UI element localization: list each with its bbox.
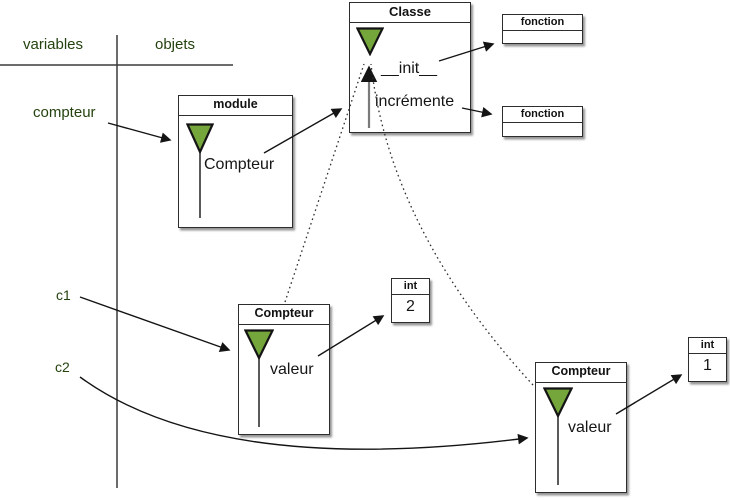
instance-attr-label: valeur	[568, 419, 612, 436]
instance-box-title: Compteur	[239, 305, 329, 325]
class-object-box: Classe __init__ incrémente	[349, 2, 471, 133]
instance-attr-label: valeur	[270, 361, 314, 378]
class-method-incremente-label: incrémente	[375, 93, 455, 110]
anchor-triangle-icon	[244, 329, 274, 427]
arrow-c1-to-instance1	[79, 296, 231, 352]
int-object-box-1: int 1	[688, 337, 727, 382]
anchor-triangle-icon	[543, 387, 573, 485]
module-object-box: module Compteur	[178, 95, 293, 228]
int-box-title: int	[392, 279, 429, 296]
anchor-triangle-icon	[356, 27, 384, 56]
class-method-init-label: __init__	[381, 60, 438, 77]
arrow-compteur-to-module	[107, 122, 172, 143]
function-object-box-incremente: fonction	[502, 106, 583, 137]
module-classref-label: Compteur	[204, 156, 275, 173]
column-header-variables: variables	[23, 36, 84, 53]
variable-label-c2: c2	[55, 359, 70, 375]
variable-label-compteur: compteur	[33, 104, 96, 121]
anchor-triangle-icon	[186, 123, 214, 218]
variable-label-c1: c1	[56, 287, 71, 303]
counter-instance-box-2: Compteur valeur	[535, 362, 627, 493]
function-box-title: fonction	[503, 107, 582, 124]
function-box-title: fonction	[503, 15, 582, 32]
class-box-title: Classe	[350, 3, 470, 24]
column-header-objets: objets	[155, 36, 196, 53]
int-box-value: 1	[703, 357, 712, 374]
module-box-title: module	[179, 96, 292, 116]
counter-instance-box-1: Compteur valeur	[238, 304, 330, 435]
int-box-title: int	[689, 338, 726, 355]
int-box-value: 2	[406, 298, 415, 315]
int-object-box-2: int 2	[391, 278, 430, 323]
function-object-box-init: fonction	[502, 14, 583, 44]
instance-box-title: Compteur	[536, 363, 626, 383]
